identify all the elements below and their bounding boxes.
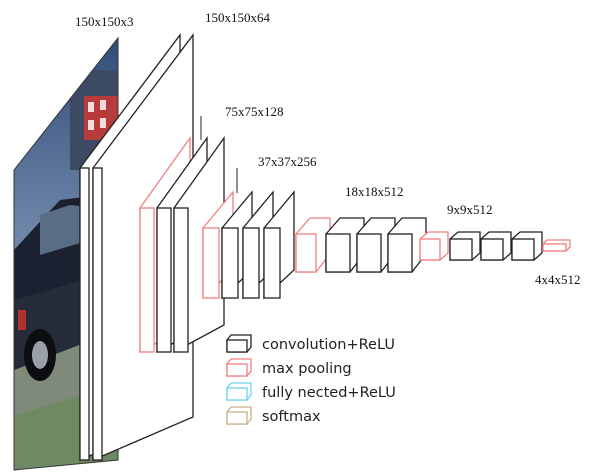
label-input-dims: 150x150x3 [75, 14, 134, 29]
legend-swatch-fc [227, 383, 251, 400]
output-pool-layer [543, 240, 570, 251]
legend-swatch-softmax [227, 407, 251, 424]
label-block4-dims: 18x18x512 [345, 184, 404, 199]
legend-label-fc: fully nected+ReLU [262, 385, 396, 401]
legend-swatch-conv [227, 335, 251, 352]
legend-label-softmax: softmax [262, 409, 321, 425]
block4-layers [296, 218, 426, 272]
label-block1-dims: 150x150x64 [205, 10, 271, 25]
legend-item-fc: fully nected+ReLU [227, 383, 396, 401]
legend-item-pool: max pooling [227, 359, 352, 377]
legend-item-conv: convolution+ReLU [227, 335, 395, 353]
label-output-dims: 4x4x512 [535, 272, 581, 287]
label-block2-dims: 75x75x128 [225, 104, 284, 119]
label-block5-dims: 9x9x512 [447, 202, 493, 217]
legend-swatch-pool [227, 359, 251, 376]
label-block3-dims: 37x37x256 [258, 154, 317, 169]
block5-layers [420, 232, 542, 260]
legend-label-pool: max pooling [262, 361, 352, 377]
legend-item-softmax: softmax [227, 407, 321, 425]
legend-label-conv: convolution+ReLU [262, 337, 395, 353]
legend: convolution+ReLU max pooling fully necte… [227, 335, 396, 425]
